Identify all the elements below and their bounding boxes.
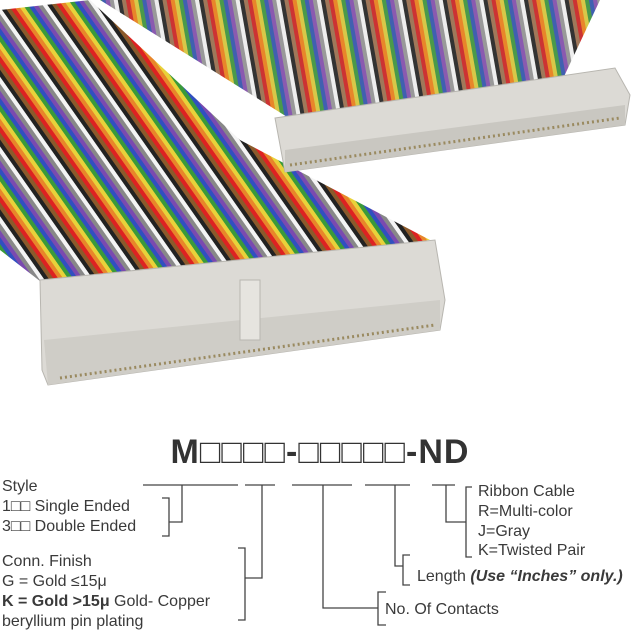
connector-lower	[39, 239, 446, 386]
style-option-double: 3□□ Double Ended	[2, 518, 137, 535]
contacts-label: No. Of Contacts	[385, 601, 499, 618]
ribbon-label: Ribbon Cable	[478, 483, 575, 500]
ribbon-option-j: J=Gray	[478, 523, 531, 540]
conn-finish-k-code: K = Gold >15μ	[2, 593, 110, 610]
length-text: Length	[417, 568, 471, 585]
length-label: Length (Use “Inches” only.)	[417, 568, 623, 586]
ribbon-option-k: K=Twisted Pair	[478, 542, 586, 559]
length-note: (Use “Inches” only.)	[470, 568, 623, 585]
conn-finish-g: G = Gold ≤15μ	[2, 573, 107, 590]
connector-upper	[274, 67, 631, 173]
style-label: Style	[2, 478, 38, 495]
conn-finish-label: Conn. Finish	[2, 553, 92, 570]
ribbon-cable-assembly-image	[0, 0, 631, 386]
conn-finish-k-desc: Gold- Copper	[109, 593, 211, 610]
ribbon-option-r: R=Multi-color	[478, 503, 573, 520]
part-number-diagram-lines	[143, 484, 472, 626]
conn-finish-k-line2: beryllium pin plating	[2, 613, 144, 630]
conn-finish-k: K = Gold >15μ Gold- Copper	[2, 593, 210, 611]
style-option-single: 1□□ Single Ended	[2, 498, 130, 515]
ribbon-cable-left	[0, 0, 430, 285]
part-number-template: M□□□□-□□□□□-ND	[170, 433, 470, 471]
